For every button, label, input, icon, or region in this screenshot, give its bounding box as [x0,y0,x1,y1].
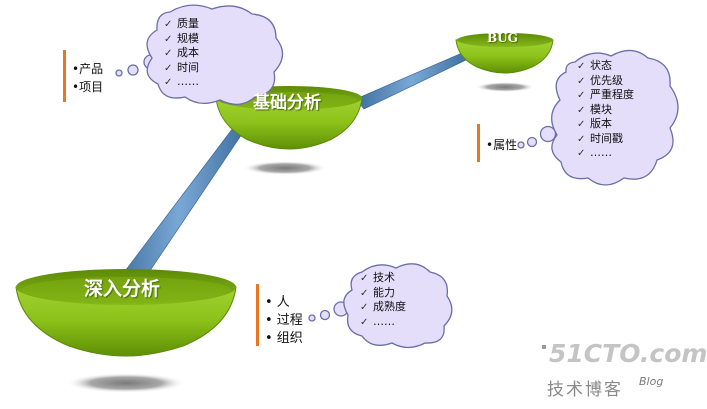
cloud-item: 成熟度 [360,300,406,315]
cloud-item: 优先级 [577,74,634,89]
cloud-item: 时间 [164,61,199,76]
connector-basic-to-bug [355,52,469,110]
label-organization: • 组织 [265,331,303,346]
watermark-blog-en: Blog [639,375,664,388]
shadow-basic [243,161,327,175]
shadow-bug [475,82,535,92]
cloud-item: 版本 [577,117,634,132]
bowl-title-basic: 基础分析 [253,93,321,113]
label-process: • 过程 [265,313,303,328]
label-project: •项目 [72,80,104,94]
cloud-item: 状态 [577,59,634,74]
label-product: •产品 [72,62,104,76]
cloud-item: 技术 [360,271,406,286]
accent-bar-bug [477,124,480,162]
shadow-main [66,373,186,393]
cloud-item: …… [164,75,199,90]
cloud-list-main: 技术 能力 成熟度 …… [360,271,406,329]
bowl-bug [455,33,554,74]
cloud-item: 质量 [164,17,199,32]
cloud-item: 成本 [164,46,199,61]
cloud-item: 能力 [360,286,406,301]
watermark-logo-mark [542,345,546,349]
watermark-site: 51CTO.com [549,339,707,368]
diagram-canvas: 深入分析 基础分析 BUG •产品 •项目 •属性 • 人 • 过程 • 组织 … [0,0,684,409]
label-attribute: •属性 [486,138,518,152]
cloud-list-bug: 状态 优先级 严重程度 模块 版本 时间戳 …… [577,59,634,161]
watermark-blog-cn: 技术博客 [547,380,623,400]
accent-bar-basic [63,50,66,102]
cloud-item: …… [360,315,406,330]
accent-bar-main [256,284,259,346]
connector-main-to-basic [112,127,247,288]
cloud-item: 时间戳 [577,132,634,147]
cloud-list-basic: 质量 规模 成本 时间 …… [164,17,199,90]
bowl-title-main: 深入分析 [84,278,161,300]
diagram-graphics [15,4,679,393]
cloud-item: 规模 [164,32,199,47]
cloud-item: 严重程度 [577,88,634,103]
bowl-main [15,269,237,357]
label-person: • 人 [265,295,290,310]
bowl-title-bug: BUG [487,31,518,45]
cloud-item: 模块 [577,103,634,118]
cloud-item: …… [577,146,634,161]
